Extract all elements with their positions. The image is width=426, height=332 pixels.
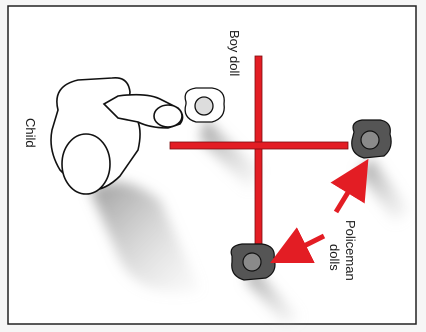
label-boy-doll: Boy doll [227, 30, 242, 76]
label-policeman-line2: dolls [327, 244, 342, 271]
arrow-to-bottom-doll [270, 227, 326, 263]
policeman-doll-right [351, 119, 392, 159]
shadows [90, 118, 410, 325]
child-hand [153, 104, 183, 128]
vertical-wall [254, 55, 263, 273]
label-child: Child [23, 118, 38, 148]
child-figure [50, 76, 184, 195]
movement-arrows [270, 158, 369, 263]
arrow-to-right-doll [330, 158, 369, 214]
policeman-doll-bottom [230, 243, 276, 281]
label-policeman-line1: Policeman [343, 220, 358, 281]
boy-doll [184, 87, 225, 123]
child-head [61, 133, 111, 195]
horizontal-wall [169, 141, 349, 150]
